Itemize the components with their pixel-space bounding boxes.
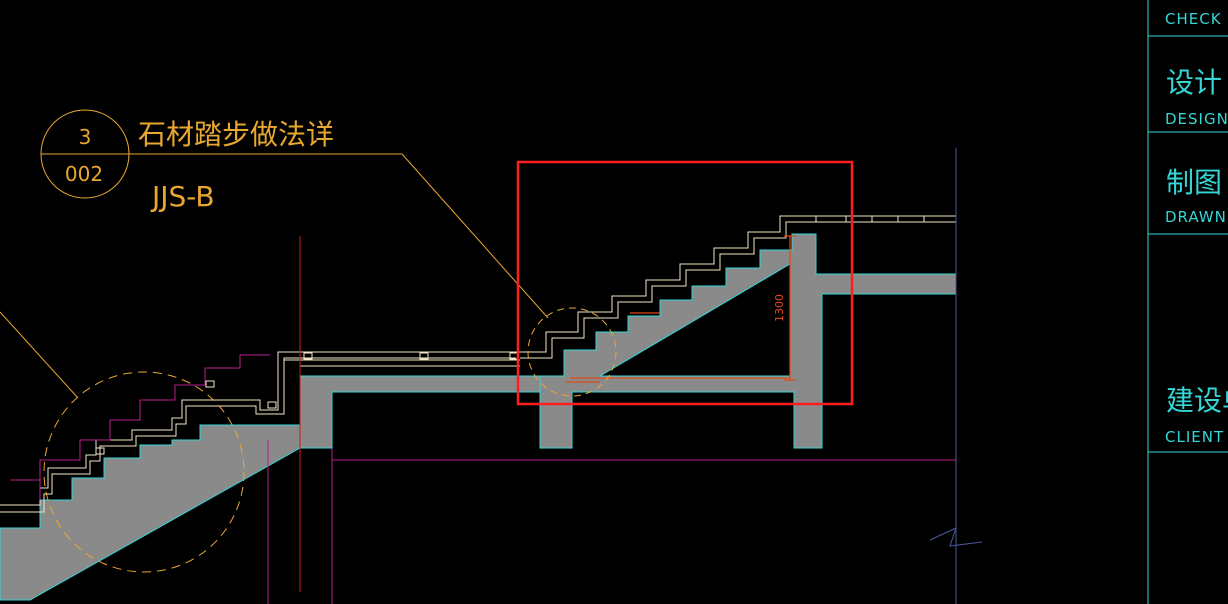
landing-stone-paving — [95, 351, 520, 455]
title-block-check-label: CHECK — [1165, 10, 1222, 28]
title-block-drawn-cn: 制图 — [1166, 166, 1222, 199]
top-landing-joints — [815, 216, 925, 222]
detail-circle-right — [527, 307, 617, 397]
callout-number: 3 — [79, 125, 92, 149]
detail-callout: 3 002 石材踏步做法详 JJS-B — [0, 109, 617, 573]
title-block-client-label: CLIENT — [1165, 428, 1224, 446]
left-stair-stone-outline-inner — [0, 357, 516, 513]
title-block-design-label: DESIGN — [1165, 110, 1228, 128]
callout-sheet: 002 — [65, 162, 103, 186]
detail-circle-left — [43, 371, 245, 573]
highlight-selection-box[interactable] — [516, 160, 854, 406]
left-stair-concrete — [0, 424, 301, 601]
break-symbol — [929, 527, 983, 547]
left-stair-magenta-lines — [10, 354, 956, 604]
dimension-lines — [566, 235, 796, 383]
dimension-text-1300: 1300 — [773, 294, 786, 322]
callout-code: JJS-B — [150, 180, 215, 213]
left-stair-flight — [0, 351, 956, 604]
leader-left — [0, 311, 79, 399]
right-stair-section: 1300 — [516, 148, 983, 604]
title-block-client-cn: 建设单 — [1166, 384, 1228, 417]
right-stair-stone-outline-inner — [520, 221, 956, 359]
title-block-drawn-label: DRAWN — [1165, 208, 1227, 226]
callout-title: 石材踏步做法详 — [138, 118, 334, 151]
left-stair-stone-outline — [0, 351, 516, 506]
title-block: CHECK 设计 DESIGN 制图 DRAWN 建设单 CLIENT — [1147, 0, 1228, 604]
leader-right — [401, 153, 549, 319]
right-stair-stone-outline — [516, 215, 956, 353]
title-block-design-cn: 设计 — [1166, 66, 1222, 99]
landing-slab — [299, 375, 541, 449]
